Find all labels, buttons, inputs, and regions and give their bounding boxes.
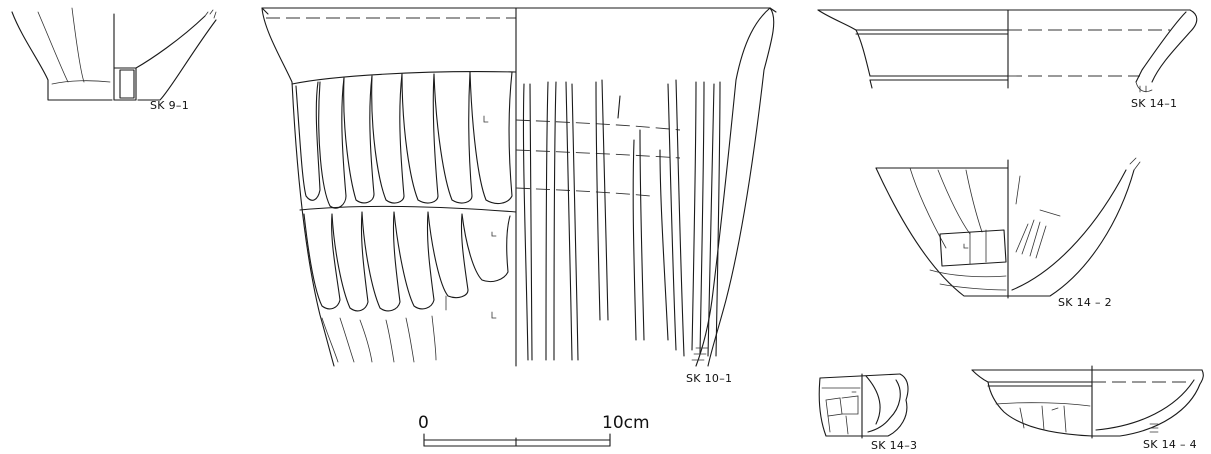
figure-label-sk9-1: SK 9–1 [150,99,189,112]
sk14-2-drawing [875,157,1141,299]
scale-bar-end-label: 10cm [602,413,650,433]
figure-label-sk14-3: SK 14–3 [871,439,918,452]
sk14-3-drawing [818,373,909,439]
scale-bar-start-label: 0 [418,413,429,433]
figure-label-sk14-4: SK 14 – 4 [1143,438,1197,451]
figure-label-sk10-1: SK 10–1 [686,372,733,385]
figure-label-sk14-2: SK 14 – 2 [1058,296,1112,309]
sk9-1-drawing [11,7,217,101]
sk10-1-drawing [261,7,777,367]
scale-bar [423,433,611,447]
figure-label-sk14-1: SK 14–1 [1131,97,1178,110]
sk14-1-drawing [817,9,1198,93]
sk14-4-drawing [971,365,1204,439]
